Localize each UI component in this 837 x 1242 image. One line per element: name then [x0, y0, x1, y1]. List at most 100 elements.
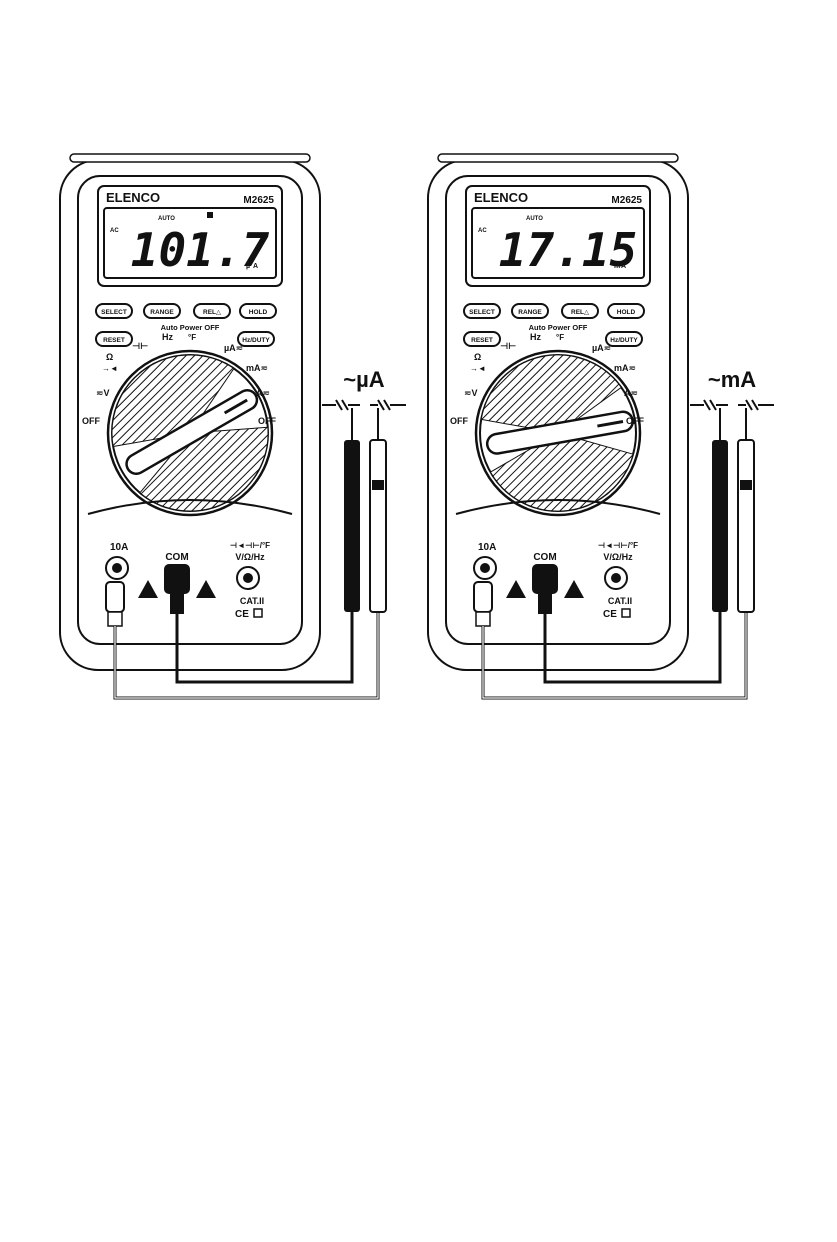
warning-triangle-left	[506, 580, 526, 598]
reset-button-shape	[463, 331, 501, 347]
rel-button-shape	[193, 303, 231, 319]
double-insulation-mark	[253, 608, 263, 618]
red-lead-plug	[473, 581, 493, 613]
double-insulation-mark	[621, 608, 631, 618]
select-button-shape	[463, 303, 501, 319]
jack-panel-edge	[87, 499, 293, 515]
rel-button-label: REL△	[571, 309, 589, 316]
auto-power-off-label: Auto Power OFF	[529, 323, 588, 332]
measurement-label: ~mA	[708, 367, 756, 392]
reset-button-shape	[95, 331, 133, 347]
circuit-break-right	[370, 399, 406, 411]
jack-v-ohm-hole	[243, 573, 253, 583]
brand-logo: ELENCO	[106, 190, 160, 205]
dial-label-off-right: OFF	[626, 416, 644, 426]
dial-label-milliamps: mA≂	[614, 363, 636, 373]
dial-label-temperature: °F	[188, 333, 196, 342]
dial-hatch-lower	[489, 432, 634, 512]
dial-label-volts: ≂V	[464, 388, 478, 398]
jack-label-vohm: V/Ω/Hz	[603, 552, 633, 562]
hold-button-label: HOLD	[249, 309, 268, 316]
red-probe[interactable]	[737, 439, 755, 613]
jack-v-ohm-hole	[611, 573, 621, 583]
rel-button[interactable]: REL△	[193, 303, 231, 319]
dial-pointer-mark	[597, 420, 624, 428]
cat-rating-label: CAT.II	[240, 596, 264, 606]
select-button[interactable]: SELECT	[463, 303, 501, 319]
dial-label-capacitance: ⊣⊢	[132, 341, 148, 351]
jack-label-vohm-symbols: ⊣◄⊣⊢/°F	[230, 541, 270, 550]
warning-triangle-left	[138, 580, 158, 598]
lcd-unit-prefix: m	[614, 263, 620, 270]
black-probe[interactable]	[712, 440, 728, 612]
dial-label-capacitance: ⊣⊢	[500, 341, 516, 351]
hz-duty-button-label: Hz/DUTY	[610, 337, 638, 344]
range-button-shape	[511, 303, 549, 319]
dial-label-ohm: Ω	[106, 352, 113, 362]
dial-label-off-left: OFF	[450, 416, 468, 426]
reset-button[interactable]: RESET	[95, 331, 133, 347]
black-probe[interactable]	[344, 440, 360, 612]
holster-top-ridge	[437, 153, 679, 163]
jack-com-plug	[532, 564, 558, 594]
lcd-ac-indicator: AC	[478, 228, 487, 234]
red-lead-plug	[105, 581, 125, 613]
select-button-shape	[95, 303, 133, 319]
dial-label-off-left: OFF	[82, 416, 100, 426]
auto-power-off-label: Auto Power OFF	[161, 323, 220, 332]
measurement-label: ~µA	[343, 367, 385, 392]
hz-duty-button-shape	[237, 331, 275, 347]
hz-duty-button-shape	[605, 331, 643, 347]
red-probe[interactable]	[369, 439, 387, 613]
lcd-reading: 17.15	[499, 223, 637, 277]
reset-button[interactable]: RESET	[463, 331, 501, 347]
black-test-lead	[543, 612, 722, 684]
dial-label-milliamps: mA≂	[246, 363, 268, 373]
warning-triangle-right	[564, 580, 584, 598]
hold-button-shape	[607, 303, 645, 319]
hz-duty-button[interactable]: Hz/DUTY	[237, 331, 275, 347]
red-probe-grip-mark	[372, 480, 384, 490]
range-button[interactable]: RANGE	[511, 303, 549, 319]
dial-label-amps: A≂	[256, 388, 270, 398]
dial-label-microamps: µA≂	[592, 343, 611, 353]
range-button-label: RANGE	[518, 309, 542, 316]
red-probe-grip-mark	[740, 480, 752, 490]
hz-duty-button-label: Hz/DUTY	[242, 337, 270, 344]
range-button[interactable]: RANGE	[143, 303, 181, 319]
rel-button[interactable]: REL△	[561, 303, 599, 319]
lcd-ac-indicator: AC	[110, 228, 119, 234]
lcd-hold-indicator	[207, 212, 213, 218]
red-test-lead-inner	[114, 612, 379, 699]
cat-rating-label: CAT.II	[608, 596, 632, 606]
dial-label-microamps: µA≂	[224, 343, 243, 353]
jack-label-10a: 10A	[110, 542, 128, 553]
dial-label-hz: Hz	[530, 332, 541, 342]
lcd-auto-indicator: AUTO	[526, 216, 543, 222]
model-number: M2625	[243, 195, 274, 206]
lcd-unit: A	[621, 263, 626, 270]
dial-label-diode: →◄	[470, 364, 486, 373]
jack-com-plug	[164, 564, 190, 594]
holster-top-ridge	[69, 153, 311, 163]
black-lead-plug-collar	[170, 594, 184, 614]
lcd-screen	[471, 207, 645, 279]
dial-pointer-mark	[223, 398, 248, 415]
hold-button[interactable]: HOLD	[607, 303, 645, 319]
reset-button-label: RESET	[103, 337, 125, 344]
hold-button-label: HOLD	[617, 309, 636, 316]
select-button[interactable]: SELECT	[95, 303, 133, 319]
jack-label-com: COM	[165, 552, 188, 563]
dial-label-volts: ≂V	[96, 388, 110, 398]
hz-duty-button[interactable]: Hz/DUTY	[605, 331, 643, 347]
brand-logo: ELENCO	[474, 190, 528, 205]
hold-button[interactable]: HOLD	[239, 303, 277, 319]
dial-label-temperature: °F	[556, 333, 564, 342]
ce-mark: CE	[235, 609, 249, 620]
select-button-label: SELECT	[469, 309, 495, 316]
dial-hatch-upper	[480, 354, 622, 434]
jack-label-com: COM	[533, 552, 556, 563]
